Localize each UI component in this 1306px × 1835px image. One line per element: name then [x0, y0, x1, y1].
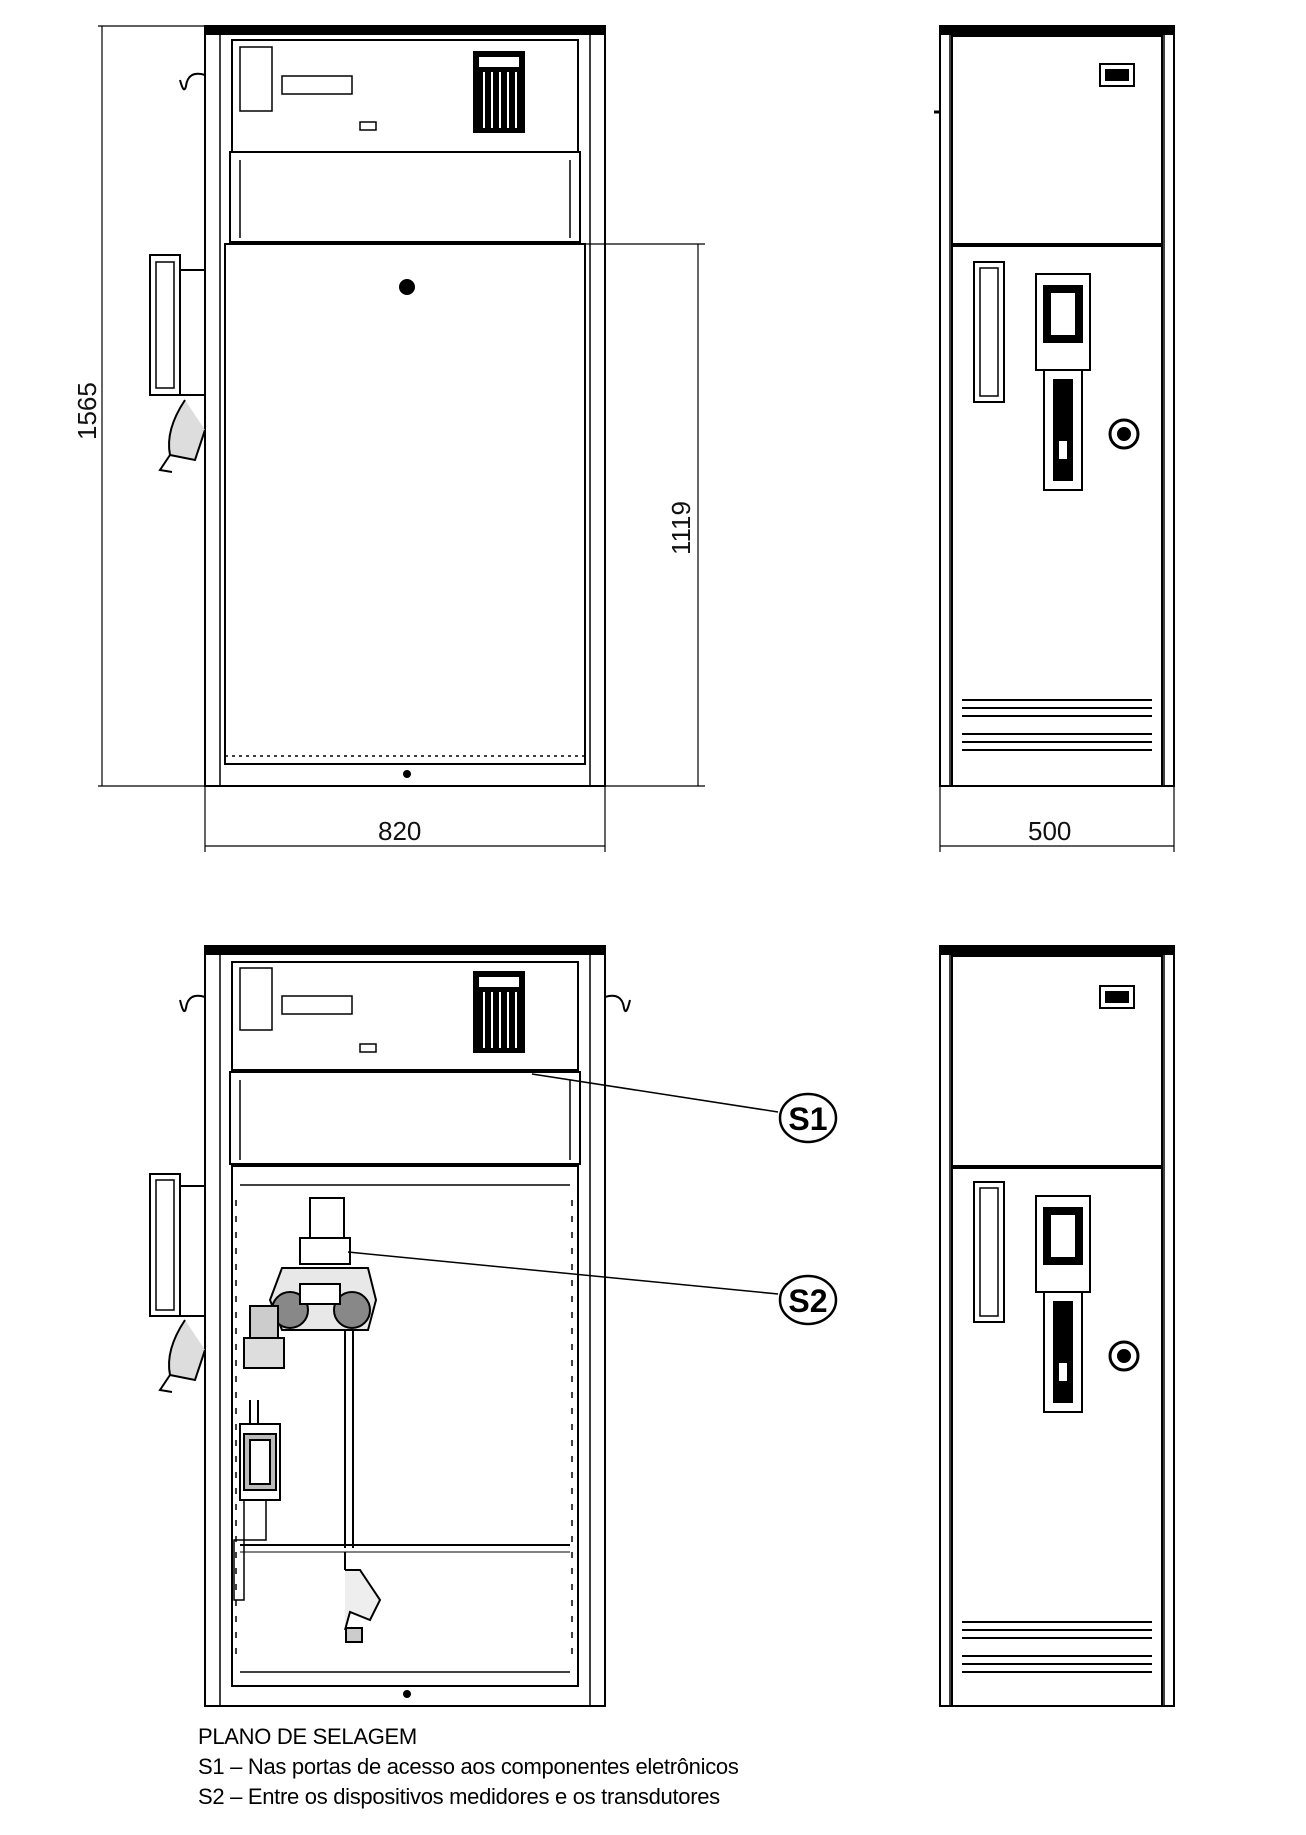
legend-s1: S1 – Nas portas de acesso aos componente… — [198, 1754, 739, 1779]
callout-s2 — [778, 1274, 838, 1326]
front-view-open — [149, 945, 631, 1707]
dim-label-500: 500 — [1028, 816, 1071, 846]
sealing-plan-legend: PLANO DE SELAGEM S1 – Nas portas de aces… — [198, 1722, 739, 1812]
legend-title: PLANO DE SELAGEM — [198, 1724, 417, 1749]
dimension-width-front — [204, 786, 606, 852]
leader-lines — [347, 1073, 779, 1295]
dimension-height-total — [98, 25, 205, 787]
dimension-height-door — [585, 243, 705, 787]
side-view-bottom — [939, 945, 1175, 1707]
dimension-width-side — [939, 786, 1175, 852]
callout-s2-label: S2 — [788, 1283, 827, 1319]
dim-label-1565: 1565 — [72, 382, 102, 440]
callout-s1 — [778, 1092, 838, 1144]
dim-label-1119: 1119 — [666, 501, 696, 555]
side-view-top — [934, 25, 1175, 787]
callout-s1-label: S1 — [788, 1101, 827, 1137]
legend-s2: S2 – Entre os dispositivos medidores e o… — [198, 1784, 720, 1809]
dim-label-820: 820 — [378, 816, 421, 846]
front-view-closed — [149, 25, 606, 787]
